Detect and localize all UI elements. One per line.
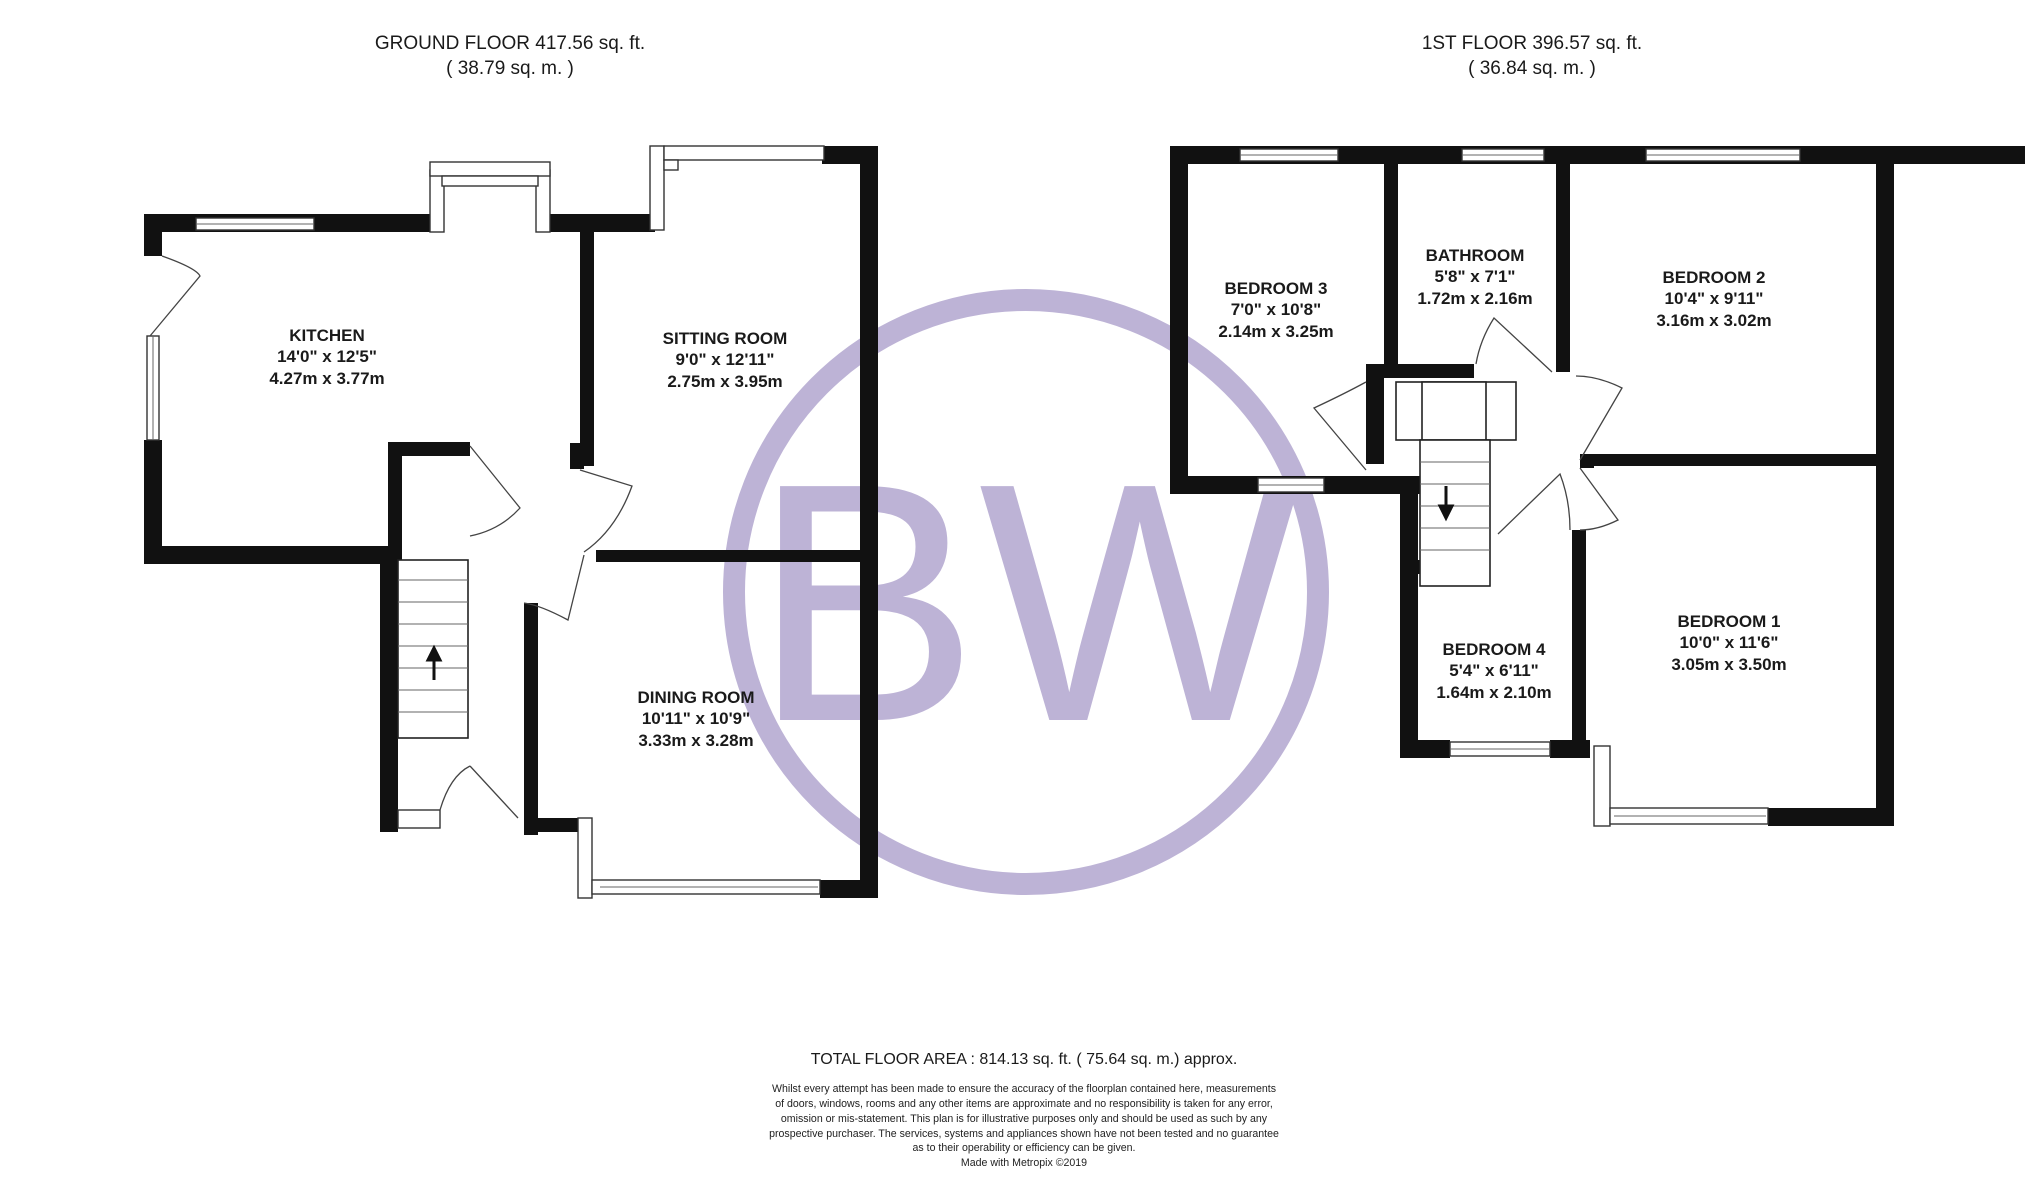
room-name: KITCHEN <box>289 326 365 345</box>
kitchen-door <box>149 255 201 337</box>
room-imperial: 10'11" x 10'9" <box>642 709 750 728</box>
window <box>1645 148 1801 162</box>
room-name: BATHROOM <box>1426 246 1525 265</box>
room-label-bedroom-2: BEDROOM 2 10'4" x 9'11" 3.16m x 3.02m <box>1656 268 1771 330</box>
bedroom-3-door <box>1312 381 1367 471</box>
front-door <box>439 765 519 819</box>
ground-floor-title: GROUND FLOOR 417.56 sq. ft. <box>375 33 645 54</box>
first-floor-subtitle: ( 36.84 sq. m. ) <box>1468 58 1596 79</box>
bay-window <box>429 161 551 233</box>
bedroom-2-door <box>1575 375 1623 461</box>
room-imperial: 5'8" x 7'1" <box>1435 267 1516 286</box>
room-name: BEDROOM 1 <box>1678 612 1781 631</box>
bay-window <box>577 817 821 899</box>
disclaimer-line: prospective purchaser. The services, sys… <box>769 1128 1279 1140</box>
down-arrow-icon <box>1437 486 1455 522</box>
room-imperial: 14'0" x 12'5" <box>277 347 377 366</box>
room-metric: 2.14m x 3.25m <box>1218 322 1333 341</box>
bay-window <box>649 145 825 231</box>
up-arrow-icon <box>425 644 443 680</box>
room-name: BEDROOM 2 <box>1663 268 1766 287</box>
window <box>1257 477 1325 493</box>
dining-room-door <box>523 554 585 621</box>
window <box>146 335 160 441</box>
staircase <box>397 559 469 739</box>
bedroom-1-door <box>1579 467 1619 531</box>
room-metric: 1.64m x 2.10m <box>1436 683 1551 702</box>
room-metric: 3.16m x 3.02m <box>1656 311 1771 330</box>
bw-watermark-logo: BW <box>723 289 1329 895</box>
window <box>1461 148 1545 162</box>
room-name: DINING ROOM <box>637 688 754 707</box>
room-label-bedroom-1: BEDROOM 1 10'0" x 11'6" 3.05m x 3.50m <box>1671 612 1786 674</box>
ground-floor-plan: KITCHEN 14'0" x 12'5" 4.27m x 3.77m SITT… <box>144 145 878 899</box>
room-imperial: 7'0" x 10'8" <box>1231 300 1321 319</box>
sitting-room-door <box>579 469 633 553</box>
room-name: BEDROOM 4 <box>1443 640 1547 659</box>
room-label-bathroom: BATHROOM 5'8" x 7'1" 1.72m x 2.16m <box>1417 246 1532 308</box>
disclaimer-line: omission or mis-statement. This plan is … <box>781 1113 1268 1125</box>
room-label-bedroom-4: BEDROOM 4 5'4" x 6'11" 1.64m x 2.10m <box>1436 640 1551 702</box>
room-metric: 1.72m x 2.16m <box>1417 289 1532 308</box>
window <box>1449 741 1551 757</box>
room-imperial: 10'4" x 9'11" <box>1665 289 1764 308</box>
room-imperial: 10'0" x 11'6" <box>1680 633 1779 652</box>
staircase <box>1395 381 1517 587</box>
room-metric: 2.75m x 3.95m <box>667 372 782 391</box>
room-label-dining-room: DINING ROOM 10'11" x 10'9" 3.33m x 3.28m <box>637 688 754 750</box>
room-metric: 3.05m x 3.50m <box>1671 655 1786 674</box>
bay-window <box>1593 745 1769 827</box>
ground-floor-subtitle: ( 38.79 sq. m. ) <box>446 58 574 79</box>
total-floor-area: TOTAL FLOOR AREA : 814.13 sq. ft. ( 75.6… <box>811 1051 1238 1068</box>
disclaimer: Whilst every attempt has been made to en… <box>769 1083 1279 1169</box>
window <box>195 217 315 231</box>
room-imperial: 9'0" x 12'11" <box>676 350 775 369</box>
room-metric: 4.27m x 3.77m <box>269 369 384 388</box>
room-label-sitting-room: SITTING ROOM 9'0" x 12'11" 2.75m x 3.95m <box>663 329 788 391</box>
window <box>397 809 441 829</box>
window <box>1239 148 1339 162</box>
disclaimer-line: Whilst every attempt has been made to en… <box>772 1083 1276 1095</box>
metropix-credit: Made with Metropix ©2019 <box>961 1157 1087 1169</box>
bedroom-4-door <box>1497 472 1571 535</box>
watermark-text: BW <box>752 413 1303 793</box>
kitchen-hall-door <box>469 445 521 537</box>
room-label-bedroom-3: BEDROOM 3 7'0" x 10'8" 2.14m x 3.25m <box>1218 279 1333 341</box>
room-imperial: 5'4" x 6'11" <box>1449 661 1538 680</box>
first-floor-title: 1ST FLOOR 396.57 sq. ft. <box>1422 33 1642 54</box>
room-metric: 3.33m x 3.28m <box>638 731 753 750</box>
room-name: BEDROOM 3 <box>1225 279 1328 298</box>
room-label-kitchen: KITCHEN 14'0" x 12'5" 4.27m x 3.77m <box>269 326 384 388</box>
room-name: SITTING ROOM <box>663 329 788 348</box>
disclaimer-line: of doors, windows, rooms and any other i… <box>775 1098 1273 1110</box>
first-floor-plan: BEDROOM 3 7'0" x 10'8" 2.14m x 3.25m BAT… <box>1170 146 2025 827</box>
bathroom-door <box>1475 316 1553 373</box>
disclaimer-line: as to their operability or efficiency ca… <box>913 1142 1136 1154</box>
